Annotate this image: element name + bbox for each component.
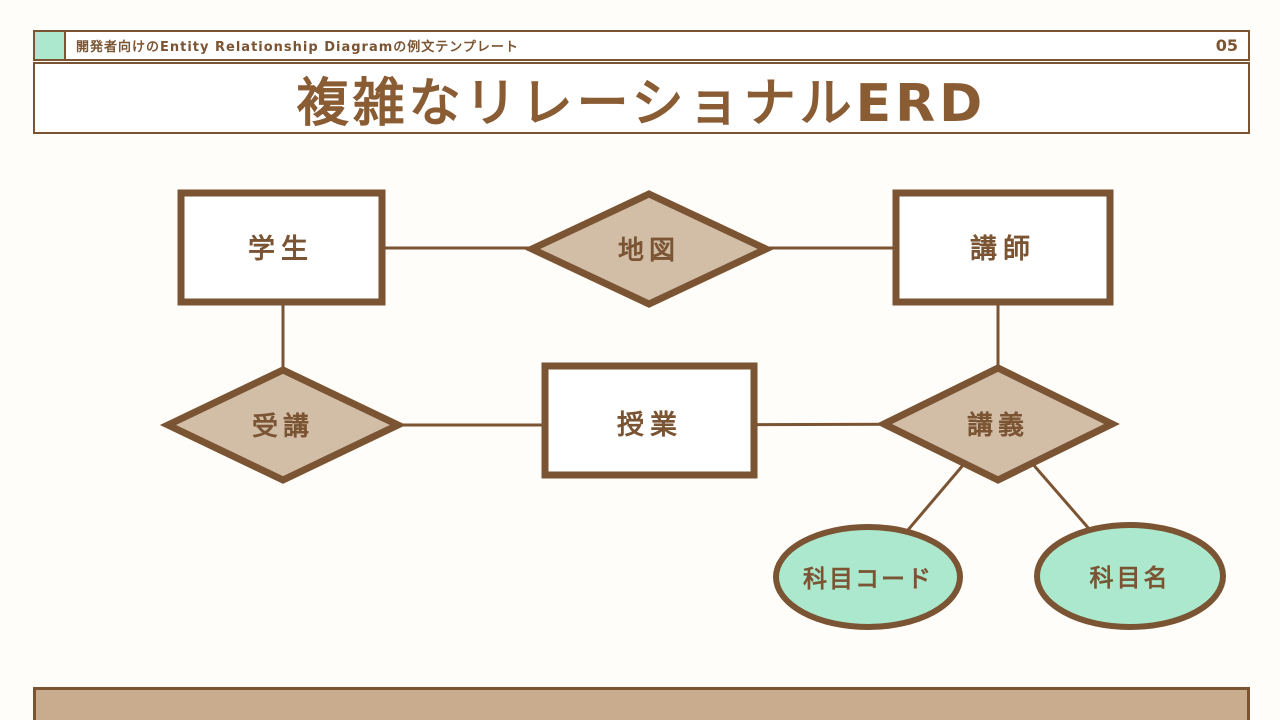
attribute-subject-code-ellipse — [773, 524, 963, 630]
relationship-map-diamond — [523, 190, 775, 308]
accent-square — [35, 32, 66, 59]
relationship-enrollment-label: 受講 — [252, 411, 314, 442]
page-title: 複雑なリレーショナルERD — [296, 73, 987, 134]
page-number: 05 — [1215, 36, 1238, 55]
entity-lecturer-label: 講師 — [970, 233, 1036, 265]
attribute-subject-code-label: 科目コード — [803, 565, 933, 593]
attribute-subject-name-label: 科目名 — [1090, 564, 1171, 592]
header-bar: 開発者向けのEntity Relationship Diagramの例文テンプレ… — [33, 30, 1250, 61]
entity-student-label: 学生 — [248, 233, 314, 265]
header-subtitle: 開発者向けのEntity Relationship Diagramの例文テンプレ… — [76, 40, 519, 55]
relationship-lecture-diamond — [876, 364, 1120, 484]
entity-student-box — [177, 189, 386, 306]
relationship-enrollment-diamond — [159, 366, 407, 484]
attribute-subject-name-ellipse — [1034, 522, 1226, 630]
title-banner: 複雑なリレーショナルERD — [33, 62, 1250, 134]
entity-class-label: 授業 — [617, 410, 683, 441]
footer-bar — [33, 687, 1250, 720]
relationship-lecture-label: 講義 — [967, 410, 1029, 441]
entity-class-box — [541, 362, 758, 479]
entity-lecturer-box — [892, 189, 1114, 306]
relationship-map-label: 地図 — [618, 236, 680, 266]
